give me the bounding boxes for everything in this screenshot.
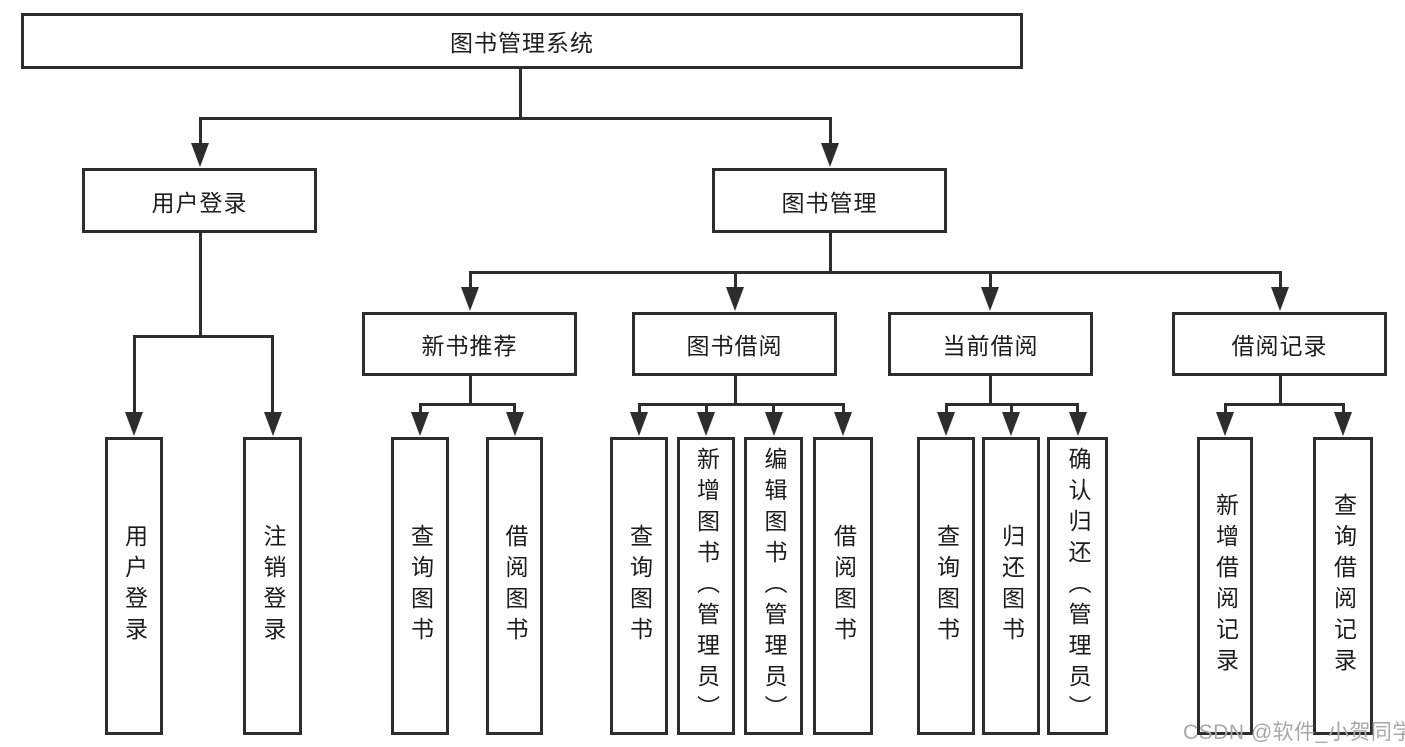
node-borrow-records: 借阅记录 bbox=[1172, 312, 1387, 376]
connector-vline bbox=[519, 67, 522, 119]
connector-vline bbox=[733, 376, 737, 406]
arrow-down-icon bbox=[821, 119, 839, 167]
leaf-edit-book-admin: 编辑图书（管理员） bbox=[744, 437, 803, 735]
leaf-return-book: 归还图书 bbox=[982, 437, 1040, 735]
connector-vline bbox=[1278, 376, 1282, 406]
arrow-down-icon bbox=[1334, 405, 1352, 436]
arrow-down-icon bbox=[505, 405, 524, 436]
connector-hline bbox=[198, 117, 832, 120]
node-book-borrow: 图书借阅 bbox=[632, 312, 837, 376]
arrow-down-icon bbox=[834, 405, 852, 436]
node-book-management: 图书管理 bbox=[712, 168, 947, 233]
node-new-book-recommend: 新书推荐 bbox=[362, 312, 577, 376]
arrow-down-icon bbox=[764, 405, 783, 436]
connector-hline bbox=[1223, 403, 1345, 406]
connector-vline bbox=[988, 376, 992, 406]
arrow-down-icon bbox=[1216, 405, 1234, 436]
connector-hline bbox=[468, 271, 1282, 274]
node-current-borrow: 当前借阅 bbox=[888, 312, 1093, 376]
arrow-down-icon bbox=[981, 273, 999, 311]
leaf-add-book-admin: 新增图书（管理员） bbox=[677, 437, 735, 735]
connector-vline bbox=[198, 233, 202, 337]
leaf-add-borrow-record: 新增借阅记录 bbox=[1197, 437, 1253, 735]
arrow-down-icon bbox=[125, 337, 143, 436]
connector-hline bbox=[637, 403, 845, 406]
arrow-down-icon bbox=[630, 405, 648, 436]
arrow-down-icon bbox=[1002, 405, 1020, 436]
arrow-down-icon bbox=[937, 405, 955, 436]
leaf-query-borrow-record: 查询借阅记录 bbox=[1313, 437, 1373, 735]
leaf-query-books-borrow: 查询图书 bbox=[610, 437, 668, 735]
connector-vline bbox=[828, 233, 832, 273]
connector-vline bbox=[468, 376, 472, 406]
leaf-user-login: 用户登录 bbox=[105, 437, 163, 735]
connector-hline bbox=[132, 335, 274, 338]
csdn-watermark: CSDN @软件_小贺同学 bbox=[1183, 721, 1405, 744]
arrow-down-icon bbox=[191, 119, 209, 167]
arrow-down-icon bbox=[1271, 273, 1289, 311]
leaf-borrow-books: 借阅图书 bbox=[813, 437, 873, 735]
arrow-down-icon bbox=[411, 405, 429, 436]
arrow-down-icon bbox=[726, 273, 744, 311]
connector-hline bbox=[944, 403, 1079, 406]
arrow-down-icon bbox=[263, 337, 282, 436]
leaf-query-books-recommend: 查询图书 bbox=[391, 437, 449, 735]
arrow-down-icon bbox=[697, 405, 715, 436]
leaf-query-books-current: 查询图书 bbox=[917, 437, 975, 735]
node-user-login: 用户登录 bbox=[82, 168, 317, 233]
arrow-down-icon bbox=[1068, 405, 1087, 436]
leaf-logout: 注销登录 bbox=[243, 437, 302, 735]
connector-hline bbox=[418, 403, 516, 406]
node-library-system: 图书管理系统 bbox=[21, 13, 1023, 69]
leaf-confirm-return-admin: 确认归还（管理员） bbox=[1047, 437, 1108, 735]
arrow-down-icon bbox=[461, 273, 479, 311]
leaf-borrow-books-recommend: 借阅图书 bbox=[486, 437, 543, 735]
